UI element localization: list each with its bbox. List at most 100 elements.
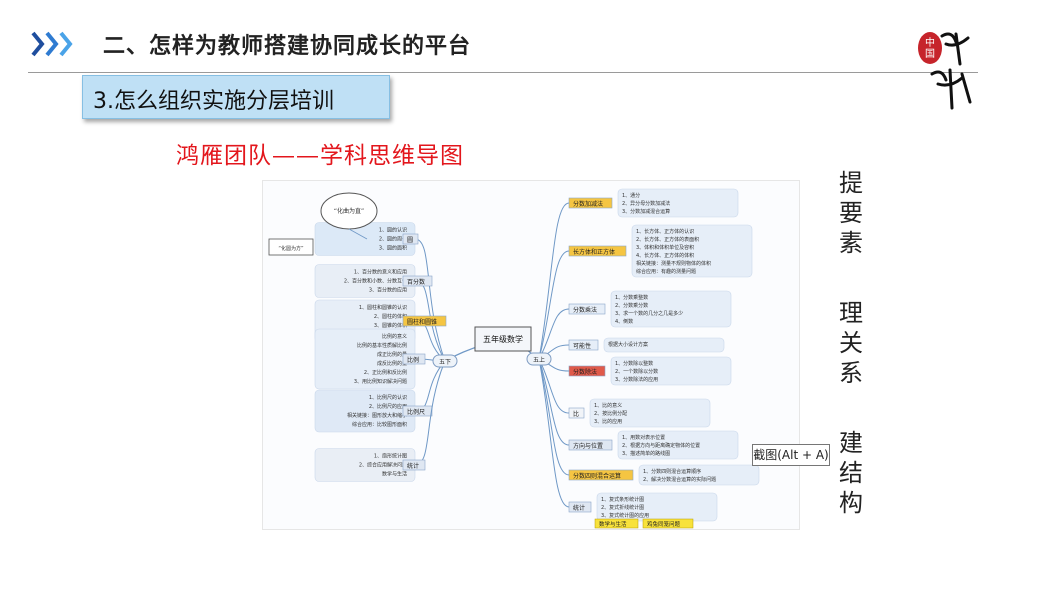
leaf-text: 1、用数对表示位置: [622, 434, 665, 441]
branch-group: [617, 430, 739, 460]
side-label-col2: 理 关 系: [836, 298, 866, 388]
branch-line: [538, 250, 570, 360]
branch-title-text: 圆柱和圆锥: [407, 318, 437, 326]
branch-group: [638, 464, 760, 486]
left-hub-text: 五下: [439, 359, 451, 366]
screenshot-tooltip: 截图(Alt + A): [752, 444, 830, 466]
branch-title-box: [402, 353, 426, 365]
leaf-text: 3、描述简单的路线图: [622, 450, 670, 457]
branch-title-text: 统计: [407, 462, 419, 470]
side-label-char: 要: [839, 199, 863, 227]
leaf-text: 3、求一个数的几分之几是多少: [615, 310, 683, 317]
branch-title-text: 比例: [407, 356, 419, 364]
branch-group: [589, 398, 711, 428]
branch-line: [538, 202, 570, 360]
chevron-arrows-icon: [31, 31, 73, 57]
right-hub-node: [526, 352, 552, 366]
leaf-text: 2、复式折线统计图: [601, 504, 644, 511]
leaf-text: 1、圆柱和圆锥的认识: [359, 304, 407, 311]
center-node-text: 五年级数学: [483, 334, 523, 344]
right-hub-text: 五上: [533, 356, 545, 364]
side-label-char: 素: [839, 229, 863, 257]
branch-title-box: [568, 197, 613, 209]
leaf-text: 3、圆锥的体积: [374, 322, 407, 329]
branch-group: [610, 356, 732, 386]
branch-line: [414, 360, 446, 412]
side-label-char: 建: [839, 429, 863, 457]
center-node: [474, 326, 532, 352]
leaf-text: 2、比例尺的应用: [369, 403, 407, 410]
leaf-text: 相关链接：测量不规则物体的体积: [636, 260, 711, 267]
branch-title-text: 圆: [407, 237, 413, 244]
leaf-text: 3、百分数的应用: [369, 287, 407, 294]
leaf-text: 2、圆柱的体积: [374, 313, 407, 320]
branch-title-box: [568, 407, 585, 419]
leaf-text: 1、通分: [622, 192, 640, 199]
subheading-box: 3.怎么组织实施分层培训: [82, 75, 390, 119]
branch-group: [603, 337, 725, 353]
branch-title-text: 方向与位置: [573, 442, 603, 450]
leaf-text: 数学与生活: [382, 471, 407, 478]
branch-title-text: 长方体和正方体: [573, 248, 615, 256]
bottom-tag: [642, 518, 694, 529]
leaf-text: 3、圆的面积: [379, 245, 407, 252]
leaf-text: 1、比例尺的认识: [369, 394, 407, 401]
branch-title-text: 统计: [573, 504, 585, 512]
ellipse-text: “化曲为直”: [334, 207, 364, 215]
side-label-char: 系: [839, 359, 863, 387]
branch-title-box: [568, 439, 613, 451]
branch-title-box: [568, 501, 592, 513]
side-label-col1: 提 要 素: [836, 168, 866, 258]
branch-title-text: 分数乘法: [573, 306, 597, 314]
branch-title-box: [402, 275, 433, 287]
small-box-text: “化圆为方”: [278, 245, 304, 252]
leaf-text: 2、异分母分数加减法: [622, 200, 670, 207]
leaf-text: 2、分数乘分数: [615, 302, 648, 309]
bottom-tag-text: 鸡兔同笼问题: [647, 520, 681, 528]
subheading-text: 3.怎么组织实施分层培训: [93, 89, 334, 114]
side-label-char: 结: [839, 459, 863, 487]
leaf-text: 1、分数除以整数: [615, 360, 653, 367]
bottom-tag-text: 数学与生活: [599, 520, 627, 528]
leaf-text: 综合应用：比较图形面积: [352, 421, 407, 428]
leaf-text: 3、体积和体积单位及容积: [636, 244, 694, 251]
svg-text:国: 国: [925, 48, 935, 60]
side-label-char: 关: [839, 329, 863, 357]
leaf-text: 比例的意义: [382, 333, 407, 340]
leaf-text: 2、解决分数混合运算的实际问题: [643, 476, 716, 483]
leaf-text: 1、复式条形统计图: [601, 496, 644, 503]
branch-title-text: 分数除法: [573, 368, 597, 376]
leaf-text: 成反比例的量: [377, 360, 407, 367]
branch-title-text: 百分数: [407, 278, 425, 286]
leaf-text: 1、比的意义: [594, 402, 622, 409]
bottom-tag: [594, 518, 639, 529]
branch-group: [610, 290, 732, 328]
leaf-text: 4、倒数: [615, 318, 633, 325]
svg-text:中: 中: [925, 36, 935, 49]
leaf-text: 综合应用：有趣的测量问题: [636, 268, 696, 275]
branch-title-text: 可能性: [573, 342, 591, 350]
leaf-text: 2、按比例分配: [594, 410, 627, 417]
leaf-text: 2、百分数和小数、分数互化: [344, 278, 407, 285]
leaf-text: 4、长方体、正方体的体积: [636, 252, 694, 259]
leaf-text: 1、分数乘整数: [615, 294, 648, 301]
leaf-text: 相关链接：图形放大和缩小: [347, 412, 407, 419]
title-divider: [28, 72, 978, 73]
branch-group: [617, 188, 739, 218]
branch-title-box: [568, 365, 606, 377]
branch-line: [538, 358, 570, 446]
leaf-text: 比例的基本性质解比例: [357, 342, 407, 349]
leaf-text: 2、一个数除以分数: [615, 368, 658, 375]
leaf-text: 3、分数除法的应用: [615, 376, 658, 383]
branch-title-text: 比: [573, 410, 579, 418]
leaf-text: 1、分数四则混合运算顺序: [643, 468, 701, 475]
side-label-col3: 建 结 构: [836, 428, 866, 518]
branch-line: [538, 358, 570, 414]
branch-title-box: [568, 303, 606, 315]
leaf-text: 2、长方体、正方体的表面积: [636, 236, 699, 243]
mind-map-diagram: 1、圆的认识2、圆的周长3、圆的面积圆1、百分数的意义和应用2、百分数和小数、分…: [268, 188, 760, 529]
connector-line: [348, 228, 368, 240]
small-box-node: [268, 238, 314, 256]
section-title: 鸿雁团队——学科思维导图: [176, 143, 464, 169]
branch-line: [538, 358, 570, 476]
